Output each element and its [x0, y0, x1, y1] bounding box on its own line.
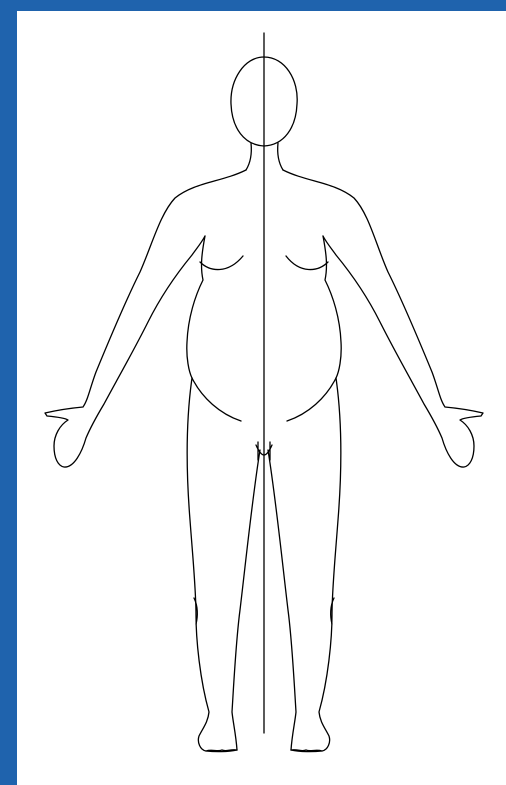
right-belly-line: [287, 378, 336, 421]
body-outline-figure: [17, 11, 506, 785]
left-leg-outer: [187, 378, 237, 752]
neck-right-line: [278, 143, 283, 170]
left-arm-outline: [45, 170, 246, 467]
right-leg-outer: [291, 378, 341, 752]
left-belly-line: [192, 378, 241, 421]
left-breast-line: [200, 256, 243, 270]
right-arm-outline: [283, 170, 483, 467]
left-leg-inner: [232, 450, 260, 750]
drawing-panel: [17, 11, 506, 785]
neck-left-line: [246, 143, 251, 170]
right-leg-inner: [268, 450, 296, 750]
right-breast-line: [286, 256, 328, 270]
